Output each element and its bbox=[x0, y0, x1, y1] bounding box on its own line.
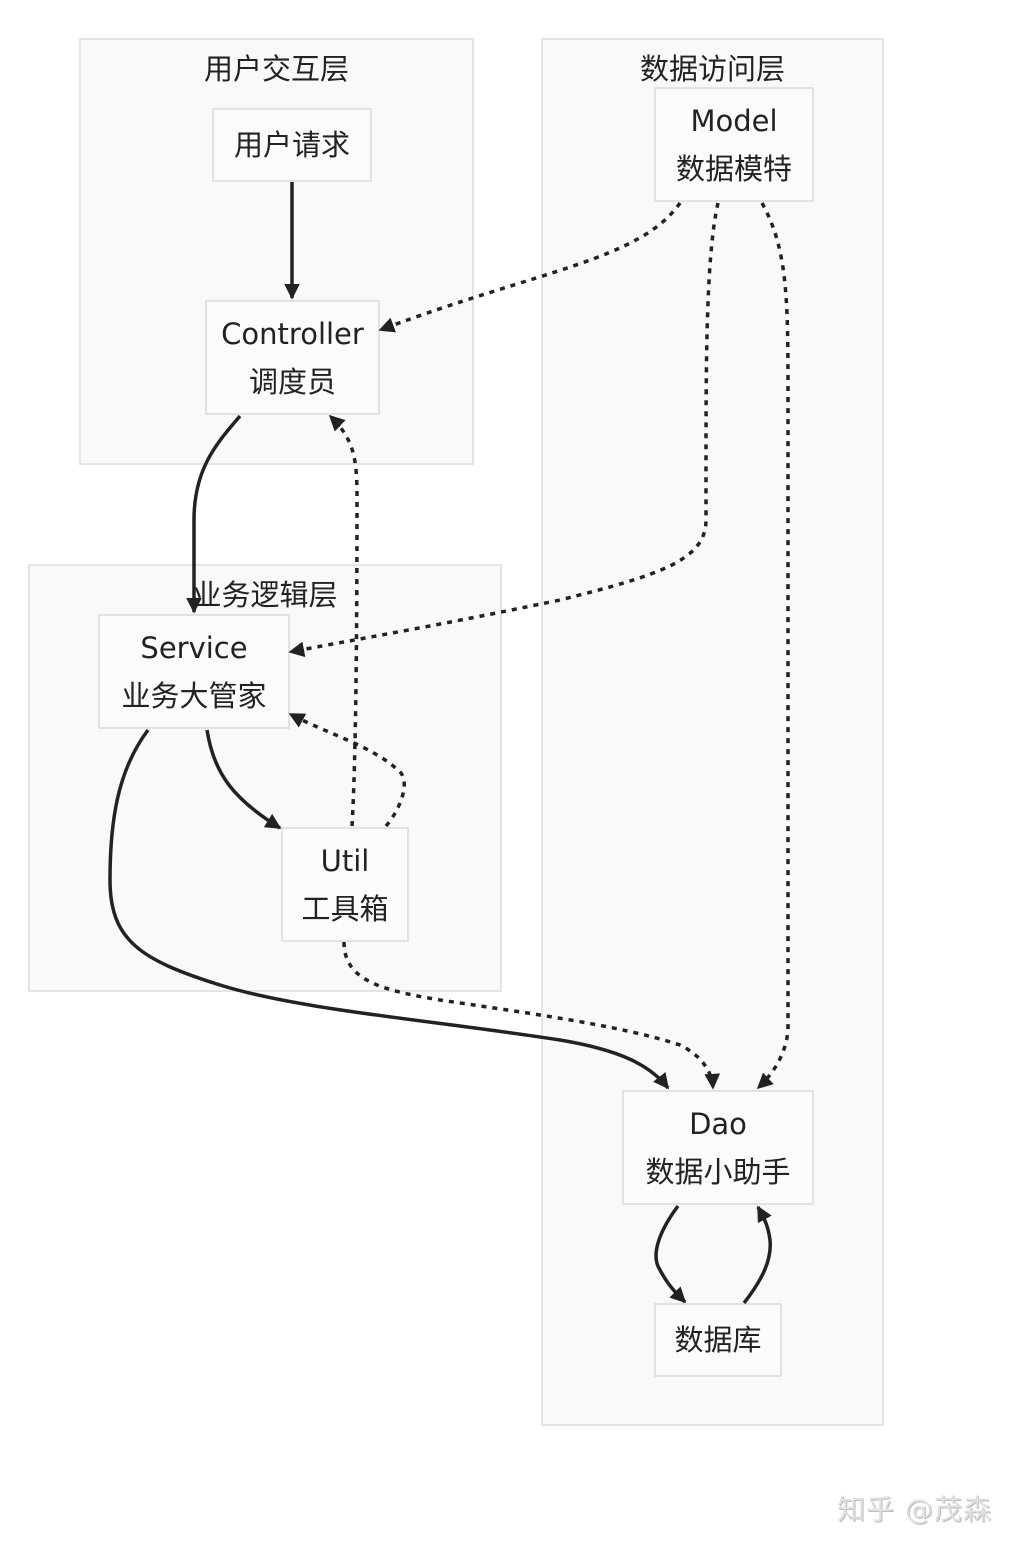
node-label-en: Service bbox=[140, 630, 248, 665]
node-label-zh: 业务大管家 bbox=[121, 678, 267, 713]
node-label-zh: 数据小助手 bbox=[645, 1154, 791, 1189]
node-label: 数据库 bbox=[674, 1323, 762, 1357]
node-label-en: Dao bbox=[689, 1106, 747, 1141]
edge-controller-to-service bbox=[186, 414, 242, 614]
edge-model-to-controller bbox=[378, 201, 682, 333]
watermark: 知乎 @茂森 bbox=[837, 1493, 992, 1526]
edge-dao-to-database bbox=[654, 1204, 687, 1304]
edge-model-to-service bbox=[288, 202, 720, 658]
node-label-zh: 工具箱 bbox=[301, 891, 389, 926]
node-user-request[interactable]: 用户请求 bbox=[212, 108, 372, 182]
node-model[interactable]: Model 数据模特 bbox=[654, 87, 814, 202]
edge-util-to-service bbox=[288, 712, 406, 828]
edge-util-to-controller bbox=[328, 414, 359, 827]
node-label: 用户请求 bbox=[233, 128, 350, 162]
edge-util-to-dao bbox=[342, 941, 721, 1090]
edge-service-to-dao bbox=[108, 728, 670, 1090]
node-controller[interactable]: Controller 调度员 bbox=[205, 300, 380, 415]
cluster-title: 数据访问层 bbox=[639, 52, 785, 86]
node-label-en: Controller bbox=[221, 316, 364, 351]
node-dao[interactable]: Dao 数据小助手 bbox=[622, 1090, 814, 1205]
cluster-title: 业务逻辑层 bbox=[192, 578, 338, 612]
node-util[interactable]: Util 工具箱 bbox=[281, 827, 409, 942]
node-label-zh: 数据模特 bbox=[675, 151, 792, 186]
node-label-en: Util bbox=[320, 843, 370, 878]
edge-service-to-util bbox=[205, 729, 282, 830]
edge-model-to-dao bbox=[756, 202, 790, 1090]
node-service[interactable]: Service 业务大管家 bbox=[98, 614, 290, 729]
node-database[interactable]: 数据库 bbox=[654, 1303, 782, 1377]
node-label-zh: 调度员 bbox=[248, 364, 336, 399]
edge-database-to-dao bbox=[742, 1205, 772, 1305]
cluster-title: 用户交互层 bbox=[203, 52, 349, 86]
node-label-en: Model bbox=[690, 103, 778, 138]
